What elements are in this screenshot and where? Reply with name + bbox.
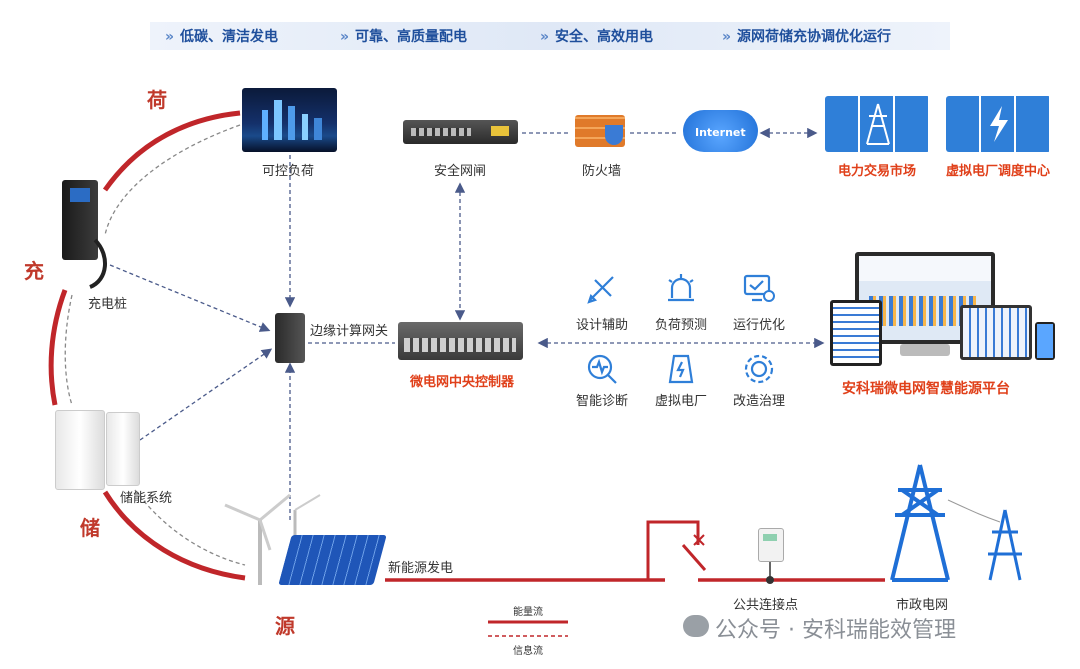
function-design-aid: 设计辅助 — [576, 318, 629, 333]
load-forecast-icon — [668, 274, 694, 302]
label-edge-gateway: 边缘计算网关 — [310, 324, 389, 339]
function-operation-optimize: 运行优化 — [733, 318, 786, 333]
function-retrofit: 改造治理 — [733, 394, 786, 409]
label-grid: 市政电网 — [896, 598, 949, 613]
cycle-label-storage: 储 — [80, 516, 100, 540]
legend-info-label: 信息流 — [513, 646, 543, 657]
transmission-tower-icon — [866, 103, 890, 145]
label-controllable-load: 可控负荷 — [262, 164, 315, 179]
charger-device — [62, 180, 98, 260]
power-market-screen — [825, 96, 930, 152]
watermark: 公众号 · 安科瑞能效管理 — [715, 618, 956, 643]
retrofit-icon — [744, 354, 774, 384]
cycle-label-load: 荷 — [147, 88, 167, 112]
energy-meter-icon — [758, 528, 784, 562]
firewall-icon — [575, 115, 625, 147]
label-internet: Internet — [695, 126, 746, 139]
banner-item-4: »源网荷储充协调优化运行 — [722, 29, 892, 45]
storage-cabinet-1 — [55, 410, 105, 490]
central-controller-device — [398, 322, 523, 360]
security-gateway-device — [403, 120, 518, 144]
lightning-icon — [990, 106, 1008, 142]
design-aid-icon — [587, 276, 614, 304]
controllable-load-image — [242, 88, 337, 152]
function-load-forecast: 负荷预测 — [655, 318, 708, 333]
label-vpp-center: 虚拟电厂调度中心 — [946, 164, 1051, 179]
chevron-right-icon: » — [722, 29, 732, 45]
banner-item-2: »可靠、高质量配电 — [340, 29, 468, 45]
label-storage: 储能系统 — [120, 491, 173, 506]
label-renewable: 新能源发电 — [388, 561, 454, 576]
label-charger: 充电桩 — [88, 297, 128, 312]
operation-optimize-icon — [743, 274, 775, 302]
energy-arc-charger — [48, 289, 68, 406]
wechat-icon — [683, 615, 709, 637]
virtual-plant-icon — [668, 354, 694, 384]
cycle-label-charge: 充 — [24, 259, 44, 283]
vpp-center-screen — [946, 96, 1051, 152]
label-platform: 安科瑞微电网智慧能源平台 — [842, 381, 1010, 397]
label-pcc: 公共连接点 — [733, 598, 799, 613]
function-virtual-plant: 虚拟电厂 — [655, 394, 708, 409]
chevron-right-icon: » — [540, 29, 550, 45]
label-security-gateway: 安全网闸 — [434, 164, 487, 179]
chevron-right-icon: » — [165, 29, 175, 45]
legend-energy-label: 能量流 — [513, 607, 543, 618]
label-central-controller: 微电网中央控制器 — [410, 375, 515, 390]
edge-gateway-device — [275, 313, 305, 363]
platform-tablet — [830, 300, 882, 366]
label-power-market: 电力交易市场 — [838, 164, 917, 179]
label-firewall: 防火墙 — [582, 164, 622, 179]
platform-phone — [1035, 322, 1055, 360]
platform-laptop — [960, 305, 1032, 360]
storage-cabinet-2 — [106, 412, 140, 486]
energy-arc-load — [102, 110, 241, 192]
banner-item-1: »低碳、清洁发电 — [165, 29, 279, 45]
cycle-label-source: 源 — [275, 614, 295, 638]
top-banner — [150, 22, 950, 50]
energy-arc-storage — [102, 490, 246, 581]
grid-tower-icon — [890, 464, 1022, 582]
banner-item-3: »安全、高效用电 — [540, 29, 654, 45]
internet-cloud-icon — [683, 110, 758, 152]
function-smart-diagnosis: 智能诊断 — [576, 394, 629, 409]
chevron-right-icon: » — [340, 29, 350, 45]
smart-diagnosis-icon — [587, 354, 617, 384]
solar-panel-icon — [278, 535, 387, 585]
